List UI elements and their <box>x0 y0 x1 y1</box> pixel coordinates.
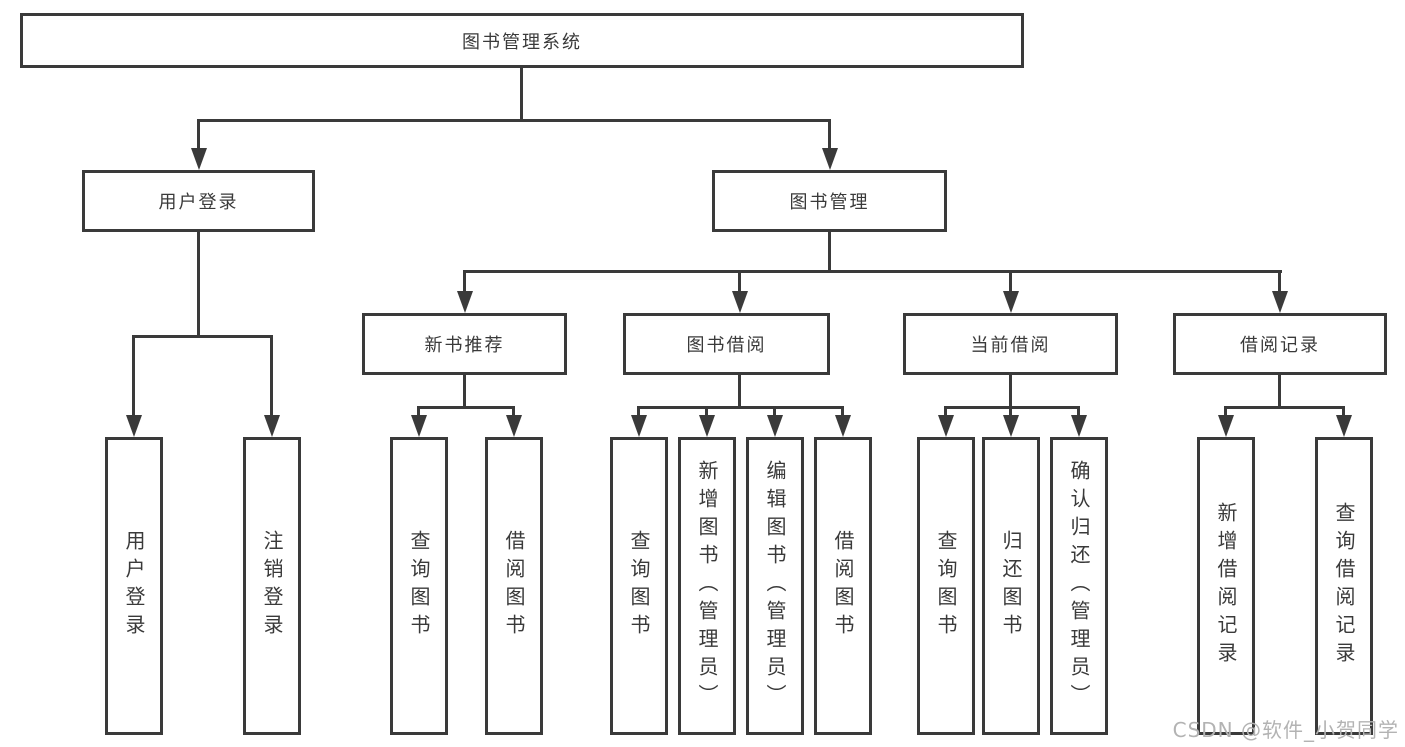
leaf-user-login: 用户登录 <box>105 437 163 735</box>
leaf-return-books: 归还图书 <box>982 437 1040 735</box>
leaf-query-borrow-record: 查询借阅记录 <box>1315 437 1373 735</box>
node-current-borrow-label: 当前借阅 <box>970 335 1051 356</box>
arrow-down-icon-to-book-management <box>821 119 838 170</box>
leaf-borrow-books-borrow: 借阅图书 <box>814 437 872 735</box>
arrow-down-icon-to-leaf-confirm-return-admin <box>1070 406 1087 437</box>
leaf-add-borrow-record-label: 新增借阅记录 <box>1214 502 1238 670</box>
leaf-add-books-admin-label: 新增图书（管理员） <box>695 460 719 712</box>
leaf-query-books-recommend: 查询图书 <box>390 437 448 735</box>
arrow-down-icon-to-current-borrow <box>1002 270 1019 313</box>
arrow-down-icon-to-leaf-query-borrow-record <box>1335 406 1352 437</box>
leaf-logout-login: 注销登录 <box>243 437 301 735</box>
leaf-edit-books-admin: 编辑图书（管理员） <box>746 437 804 735</box>
node-book-management-label: 图书管理 <box>789 192 870 213</box>
leaf-add-books-admin: 新增图书（管理员） <box>678 437 736 735</box>
leaf-query-books-current-label: 查询图书 <box>934 530 958 642</box>
connector-root-rail <box>197 119 831 122</box>
leaf-query-books-current: 查询图书 <box>917 437 975 735</box>
leaf-logout-login-label: 注销登录 <box>260 530 284 642</box>
node-root: 图书管理系统 <box>20 13 1024 68</box>
arrow-down-icon-to-leaf-edit-books-admin <box>766 406 783 437</box>
leaf-confirm-return-admin: 确认归还（管理员） <box>1050 437 1108 735</box>
arrow-down-icon-to-leaf-query-books-borrow <box>630 406 647 437</box>
arrow-down-icon-to-leaf-return-books <box>1002 406 1019 437</box>
arrow-down-icon-to-leaf-query-books-current <box>937 406 954 437</box>
arrow-down-icon-to-leaf-borrow-books-recommend <box>505 406 522 437</box>
node-user-login: 用户登录 <box>82 170 315 232</box>
connector-book-borrow-stem <box>738 373 741 409</box>
node-borrow-records-label: 借阅记录 <box>1240 335 1320 356</box>
node-user-login-label: 用户登录 <box>158 192 239 213</box>
connector-borrow-records-rail <box>1224 406 1345 409</box>
leaf-query-books-borrow: 查询图书 <box>610 437 668 735</box>
arrow-down-icon-to-user-login <box>190 119 207 170</box>
node-root-label: 图书管理系统 <box>462 31 582 53</box>
arrow-down-icon-to-leaf-query-books-recommend <box>410 406 427 437</box>
leaf-borrow-books-recommend: 借阅图书 <box>485 437 543 735</box>
leaf-query-books-borrow-label: 查询图书 <box>627 530 651 642</box>
connector-user-login-stem <box>197 230 200 338</box>
node-book-borrow-label: 图书借阅 <box>686 335 767 356</box>
arrow-down-icon-to-leaf-user-login <box>125 335 142 437</box>
node-new-book-recommend: 新书推荐 <box>362 313 567 375</box>
leaf-query-books-recommend-label: 查询图书 <box>407 530 431 642</box>
connector-root-stem <box>520 66 523 121</box>
leaf-edit-books-admin-label: 编辑图书（管理员） <box>763 460 787 712</box>
csdn-watermark: CSDN @软件_小贺同学 <box>1172 718 1399 742</box>
arrow-down-icon-to-leaf-logout-login <box>263 335 280 437</box>
node-new-book-recommend-label: 新书推荐 <box>424 335 505 356</box>
connector-user-login-rail <box>132 335 273 338</box>
node-book-management: 图书管理 <box>712 170 947 232</box>
leaf-add-borrow-record: 新增借阅记录 <box>1197 437 1255 735</box>
arrow-down-icon-to-new-book-recommend <box>456 270 473 313</box>
connector-book-borrow-rail <box>637 406 844 409</box>
node-current-borrow: 当前借阅 <box>903 313 1118 375</box>
leaf-return-books-label: 归还图书 <box>999 530 1023 642</box>
leaf-borrow-books-recommend-label: 借阅图书 <box>502 530 526 642</box>
connector-new-book-recommend-stem <box>463 373 466 409</box>
node-borrow-records: 借阅记录 <box>1173 313 1387 375</box>
connector-new-book-recommend-rail <box>417 406 515 409</box>
connector-borrow-records-stem <box>1278 373 1281 409</box>
leaf-query-borrow-record-label: 查询借阅记录 <box>1332 502 1356 670</box>
arrow-down-icon-to-leaf-add-books-admin <box>698 406 715 437</box>
connector-current-borrow-stem <box>1009 373 1012 409</box>
arrow-down-icon-to-leaf-add-borrow-record <box>1217 406 1234 437</box>
arrow-down-icon-to-leaf-borrow-books-borrow <box>834 406 851 437</box>
connector-current-borrow-rail <box>944 406 1080 409</box>
leaf-confirm-return-admin-label: 确认归还（管理员） <box>1067 460 1091 712</box>
connector-book-management-stem <box>828 230 831 273</box>
arrow-down-icon-to-book-borrow <box>731 270 748 313</box>
node-book-borrow: 图书借阅 <box>623 313 830 375</box>
arrow-down-icon-to-borrow-records <box>1271 270 1288 313</box>
connector-book-management-rail <box>463 270 1282 273</box>
leaf-borrow-books-borrow-label: 借阅图书 <box>831 530 855 642</box>
leaf-user-login-label: 用户登录 <box>122 530 146 642</box>
